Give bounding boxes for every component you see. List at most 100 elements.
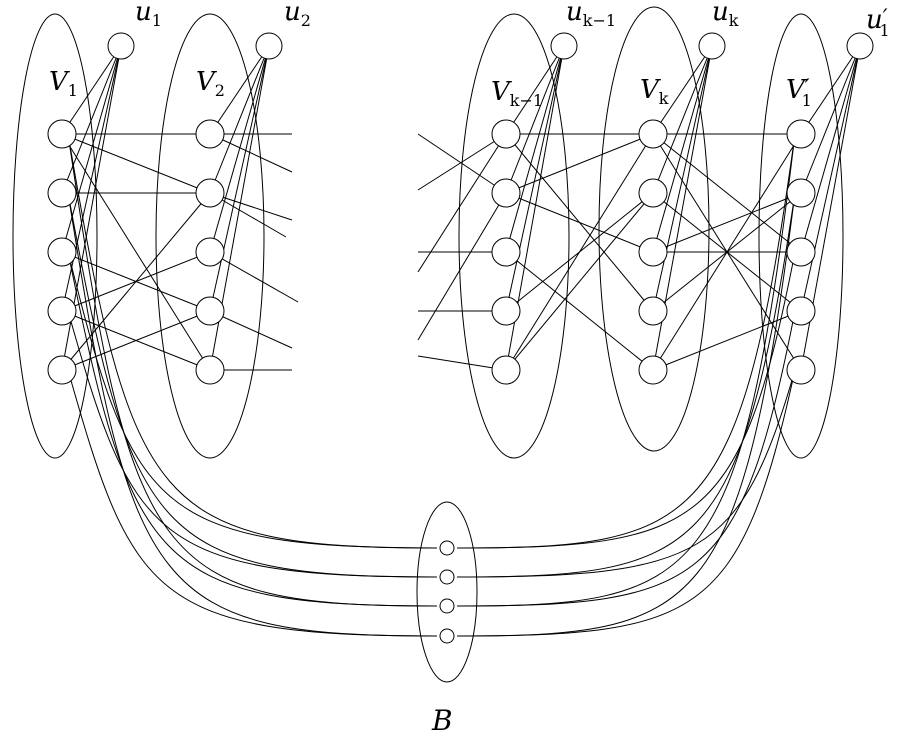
vertex-uk [698,32,726,60]
label-V1-sub: 1 [68,81,78,100]
ellipse-Vk [598,6,710,452]
vertex-Vkm1-2 [491,237,521,267]
vertex-Vk-3 [638,296,668,326]
edge-Vkm1-stub [417,133,507,273]
vertex-u1 [107,32,135,60]
edge-Vkm1-Vk [505,133,654,371]
edge-V1-B [67,192,438,637]
edge-ukm1-Vkm1-0 [505,45,565,135]
label-u2-sub: 2 [301,11,311,30]
label-ukm1: uk−1 [566,0,616,30]
edge-Vkm1-Vk [505,133,654,194]
edge-Vk-V1p [652,310,802,371]
edge-V1p-B [456,369,796,578]
label-Vkm1-sub: k−1 [510,91,543,110]
label-Vkm1-main: V [491,77,512,107]
vertex-V2-1 [195,178,225,208]
label-u2-main: u [284,0,301,27]
vertices [47,32,874,644]
group-ellipses [12,6,844,683]
edge-Vkm1-stub [417,133,507,194]
label-u1p: u′1 [866,5,890,40]
edge-ukm1-Vkm1-3 [505,45,565,312]
vertex-Vk-4 [638,355,668,385]
edges [61,45,861,637]
label-V2-main: V [196,67,217,97]
edge-uk-Vk-1 [652,45,713,194]
edge-V1-B [67,310,438,578]
vertex-V1p-0 [786,119,816,149]
label-Vk: Vk [640,75,669,108]
edge-V1-B [67,251,438,549]
vertex-V2-2 [195,237,225,267]
edge-V1-V2 [61,310,211,371]
vertex-Vkm1-3 [491,296,521,326]
label-Vk-sub: k [659,89,669,108]
vertex-Vk-2 [638,237,668,267]
vertex-u2 [255,32,283,60]
label-uk-sub: k [729,11,739,30]
edge-u1p-V1p-2 [800,45,861,253]
edge-u1p-V1p-1 [800,45,861,194]
edge-V1p-B [456,310,796,607]
edge-u2-V2-0 [209,45,270,135]
edge-uk-Vk-2 [652,45,713,253]
vertex-Vkm1-1 [491,178,521,208]
vertex-B-0 [439,540,455,556]
label-u1p-main: u [866,5,883,35]
vertex-V1p-3 [786,296,816,326]
vertex-B-2 [439,598,455,614]
label-V2: V2 [196,67,225,100]
edge-u2-V2-2 [209,45,270,253]
edge-ukm1-Vkm1-2 [505,45,565,253]
edge-V1-V2 [61,133,211,194]
edge-Vkm1-stub [417,133,507,191]
vertex-Vkm1-4 [491,355,521,385]
edge-V2-stub [209,251,299,303]
edge-V1-B [67,251,438,607]
label-V1-main: V [49,67,70,97]
edge-u1p-V1p-3 [800,45,861,312]
label-V1p-main: V [786,75,807,105]
vertex-V1p-2 [786,237,816,267]
vertex-V1p-4 [786,355,816,385]
edge-Vkm1-Vk [505,192,654,253]
edge-Vk-V1p [652,133,802,253]
edge-u2-V2-3 [209,45,270,312]
vertex-Vk-1 [638,178,668,208]
vertex-V2-4 [195,355,225,385]
vertex-V2-3 [195,296,225,326]
edge-V1p-B [456,251,796,549]
label-Vkm1: Vk−1 [491,77,543,110]
vertex-B-1 [439,569,455,585]
edge-Vkm1-Vk [505,251,654,371]
edge-Vk-V1p [652,133,802,371]
vertex-ukm1 [550,32,578,60]
label-V2-sub: 2 [215,81,225,100]
edge-uk-Vk-3 [652,45,713,312]
edge-V1-B [67,133,438,549]
edge-V2-stub [209,133,293,173]
label-B: B [431,704,453,733]
vertex-u1p [846,32,874,60]
label-ukm1-main: u [566,0,583,27]
label-u1p-sup: ′ [883,5,888,29]
edge-u1-V1-0 [61,45,122,135]
edge-Vkm1-stub [417,192,507,341]
label-ukm1-sub: k−1 [583,11,616,30]
edge-uk-Vk-0 [652,45,713,135]
label-u1-sub: 1 [152,11,162,30]
ellipse-V1 [12,13,98,459]
edge-u2-V2-1 [209,45,270,194]
edge-V2-stub [209,192,287,238]
vertex-Vk-0 [638,119,668,149]
vertex-V1-0 [47,119,77,149]
edge-u1p-V1p-0 [800,45,861,135]
label-u1: u1 [135,0,162,30]
vertex-V1-2 [47,237,77,267]
edge-Vkm1-Vk [505,192,654,371]
edge-V1p-B [456,369,796,637]
vertex-V1-4 [47,355,77,385]
